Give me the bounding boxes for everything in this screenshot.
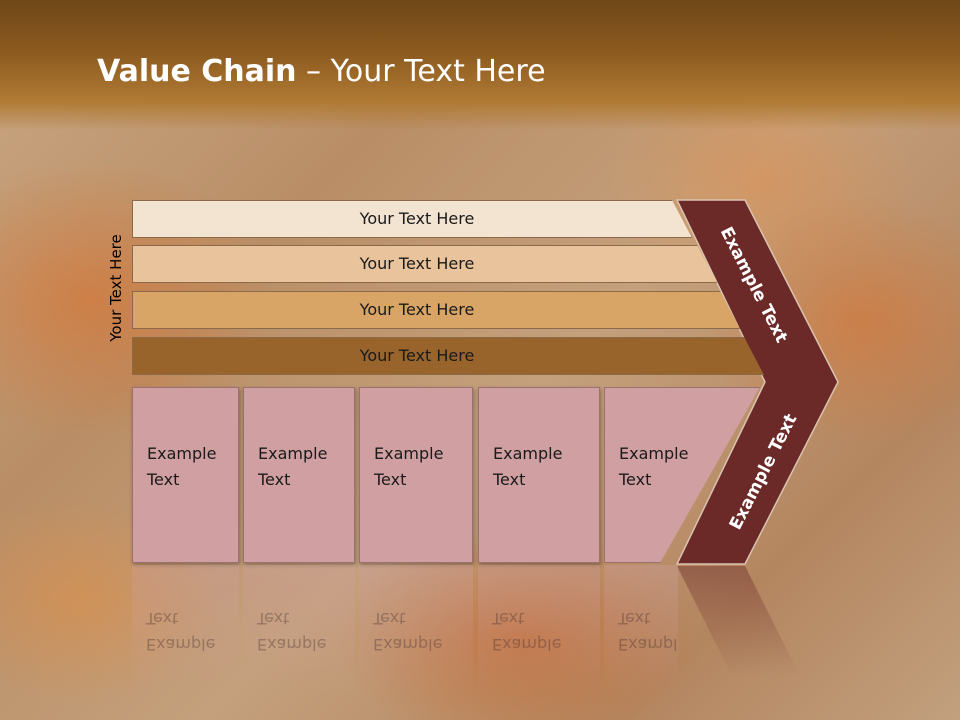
bar-1-label: Your Text Here [359,209,475,228]
reflection-2-label: Example Text [257,609,327,654]
example-box-2: Example Text [243,387,355,563]
reflection-1-label: Example Text [146,609,216,654]
example-box-5-label: Example Text [619,444,689,489]
example-box-4-reflection: Example Text [478,565,600,695]
title-rest: – Your Text Here [296,54,546,89]
reflection-5-label: Example Text [618,609,678,654]
reflection-4-label: Example Text [492,609,562,654]
reflection-3-label: Example Text [373,609,443,654]
value-chain-bar-2: Your Text Here [132,245,717,283]
value-chain-bar-1: Your Text Here [132,200,692,238]
bar-3-label: Your Text Here [359,300,475,319]
example-box-3: Example Text [359,387,473,563]
chevron-shape [675,199,839,565]
bar-2-label: Your Text Here [359,254,475,273]
example-box-3-label: Example Text [374,444,444,489]
example-box-1-label: Example Text [147,444,217,489]
example-box-1: Example Text [132,387,239,563]
value-chain-bar-4: Your Text Here [132,337,764,375]
example-box-1-reflection: Example Text [132,565,239,695]
title-bold: Value Chain [97,54,297,89]
example-box-4: Example Text [478,387,600,563]
example-box-2-label: Example Text [258,444,328,489]
chevron-reflection [677,566,800,676]
value-chain-bar-3: Your Text Here [132,291,740,329]
example-box-4-label: Example Text [493,444,563,489]
example-box-2-reflection: Example Text [243,565,355,695]
bar-4-label: Your Text Here [359,346,475,365]
slide-title: Value Chain – Your Text Here [97,54,546,89]
example-box-3-reflection: Example Text [359,565,473,695]
example-box-5-reflection: Example Text [604,565,678,695]
title-banner [0,0,960,130]
